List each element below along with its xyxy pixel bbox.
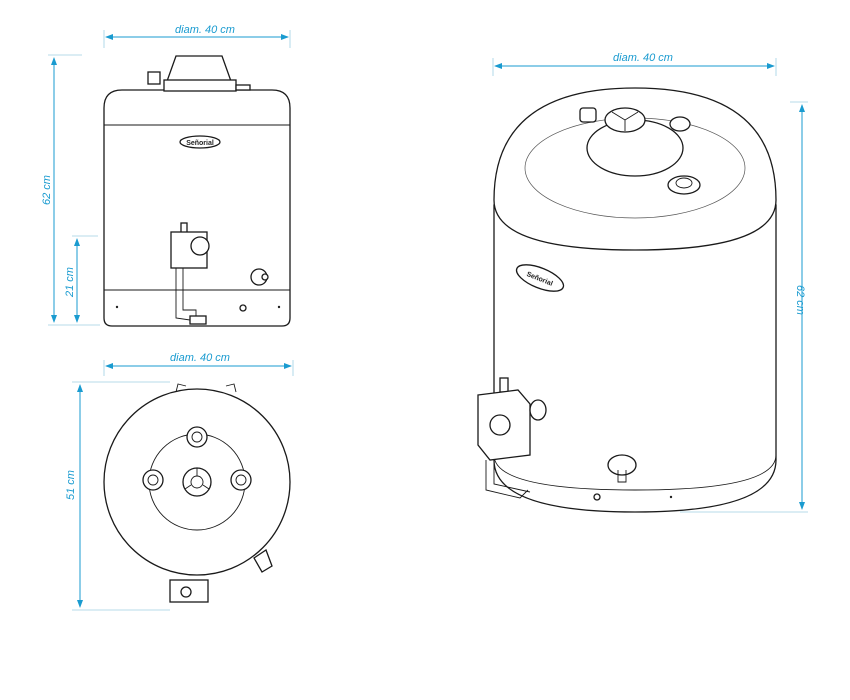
top-width-dimension: diam. 40 cm: [103, 352, 294, 376]
iso-height-dimension: 62 cm: [680, 101, 808, 513]
valve-height-dimension: 21 cm: [64, 235, 98, 323]
top-view: diam. 40 cm 51 cm: [65, 352, 294, 611]
iso-height-label: 62 cm: [794, 285, 806, 315]
front-width-label: diam. 40 cm: [175, 24, 235, 36]
top-depth-label: 51 cm: [65, 470, 77, 500]
front-height-label: 62 cm: [41, 175, 53, 205]
front-width-dimension: diam. 40 cm: [103, 24, 291, 48]
top-depth-dimension: 51 cm: [65, 381, 170, 611]
iso-width-dimension: diam. 40 cm: [492, 52, 777, 76]
brand-logo: Señorial: [186, 140, 214, 147]
valve-height-label: 21 cm: [64, 267, 76, 298]
front-view: diam. 40 cm 62 cm 21 cm Señorial: [41, 24, 291, 327]
top-width-label: diam. 40 cm: [170, 352, 230, 364]
isometric-view: diam. 40 cm 62 cm Señorial: [477, 52, 808, 513]
front-height-dimension: 62 cm: [41, 54, 100, 326]
iso-width-label: diam. 40 cm: [613, 52, 673, 64]
